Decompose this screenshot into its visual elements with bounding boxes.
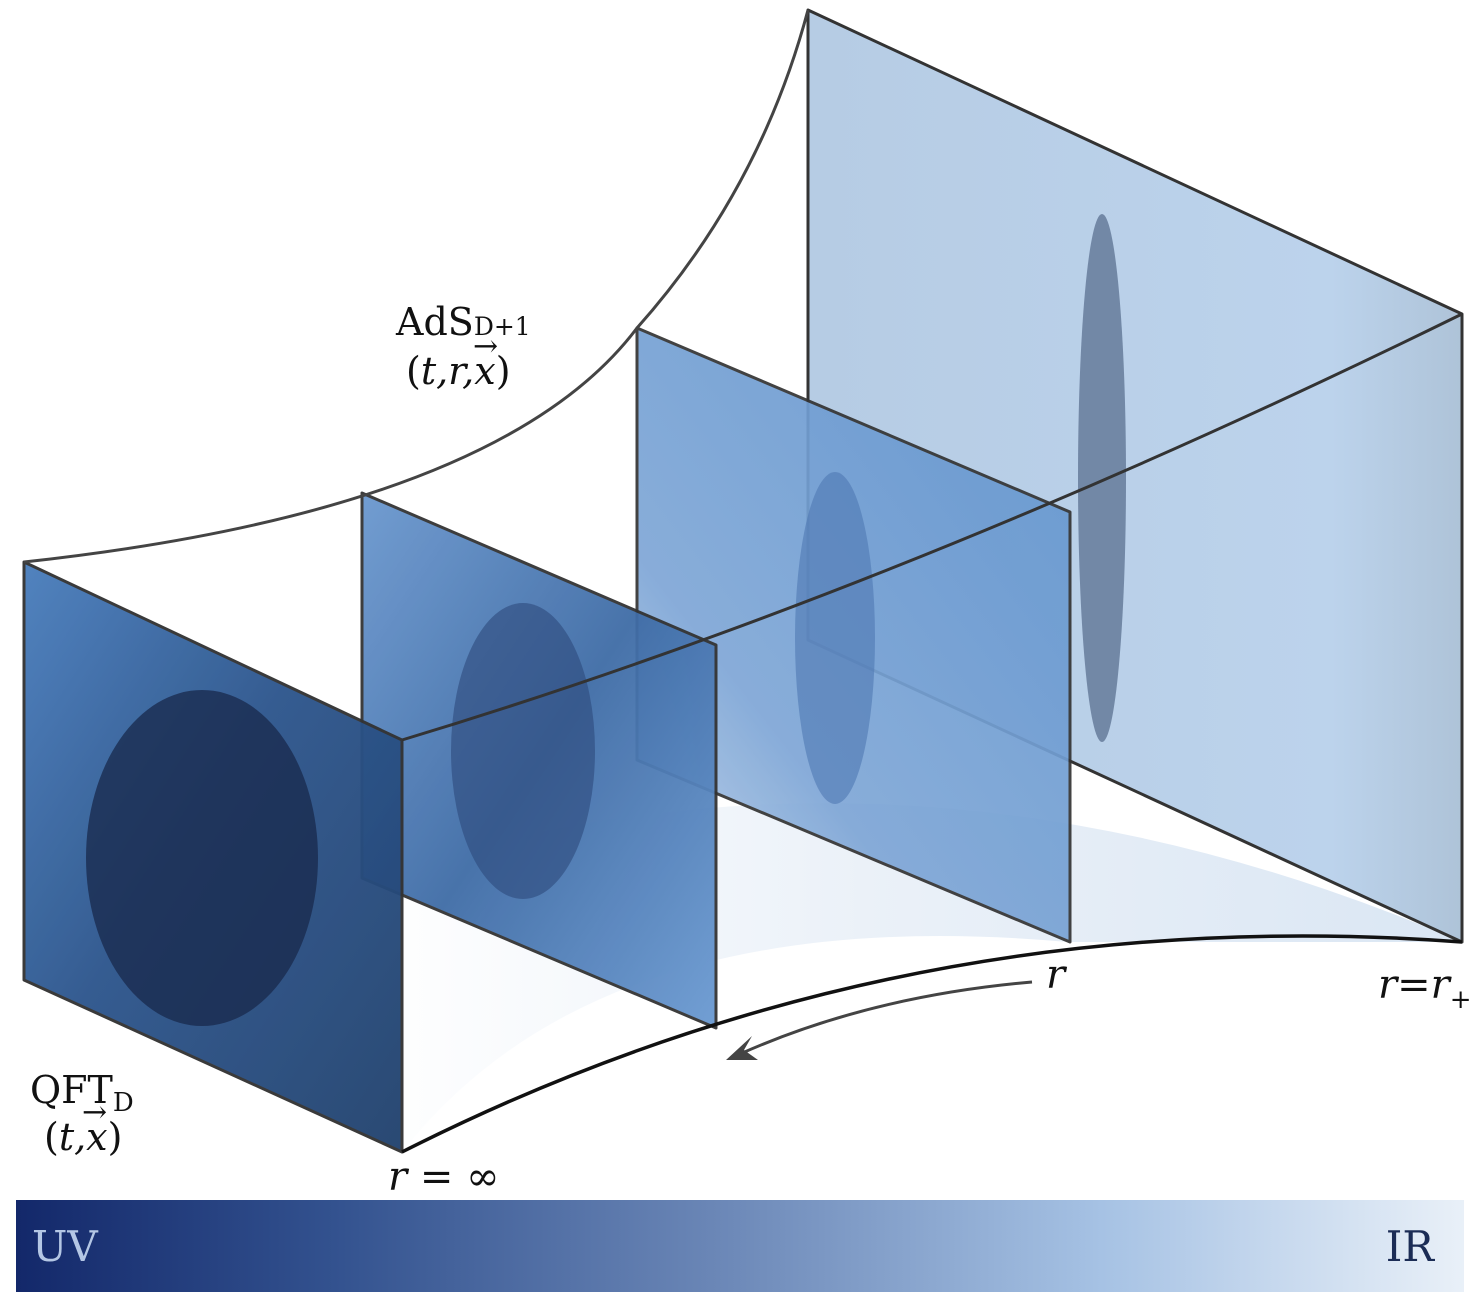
ads-label: AdSD+1 <box>395 300 531 344</box>
r-boundary-label: r = ∞ <box>388 1154 499 1200</box>
r-mid-label: r <box>1046 952 1068 998</box>
bulk-panel-inner-ellipse <box>451 603 595 899</box>
qft-label: QFTD <box>30 1068 134 1118</box>
horizon-ellipse <box>1078 214 1126 742</box>
vector-arrow-icon: → <box>473 329 498 364</box>
rg-flow-arrowhead <box>726 1036 758 1060</box>
ir-label: IR <box>1385 1222 1434 1271</box>
bulk-bottom-curve <box>401 934 1463 1154</box>
ads-coordinates: (t,r,x) <box>406 349 511 393</box>
bulk-top-curve <box>23 9 810 564</box>
r-horizon-label: r=r+ <box>1378 962 1472 1015</box>
uv-ir-scale-bar: UV IR <box>16 1200 1464 1292</box>
boundary-ellipse <box>86 690 318 1026</box>
bulk-edge-curve <box>401 312 1463 742</box>
bulk-panel-r-ellipse <box>795 472 875 804</box>
rg-flow-arrow <box>739 980 1033 1056</box>
uv-label: UV <box>32 1222 98 1271</box>
qft-coordinates: (t,x) <box>44 1115 122 1159</box>
bulk-geometry: AdSD+1 (t,r,x) → QFTD (t,x) → r = ∞ r r=… <box>22 8 1472 1200</box>
vector-arrow-icon: → <box>82 1095 107 1130</box>
